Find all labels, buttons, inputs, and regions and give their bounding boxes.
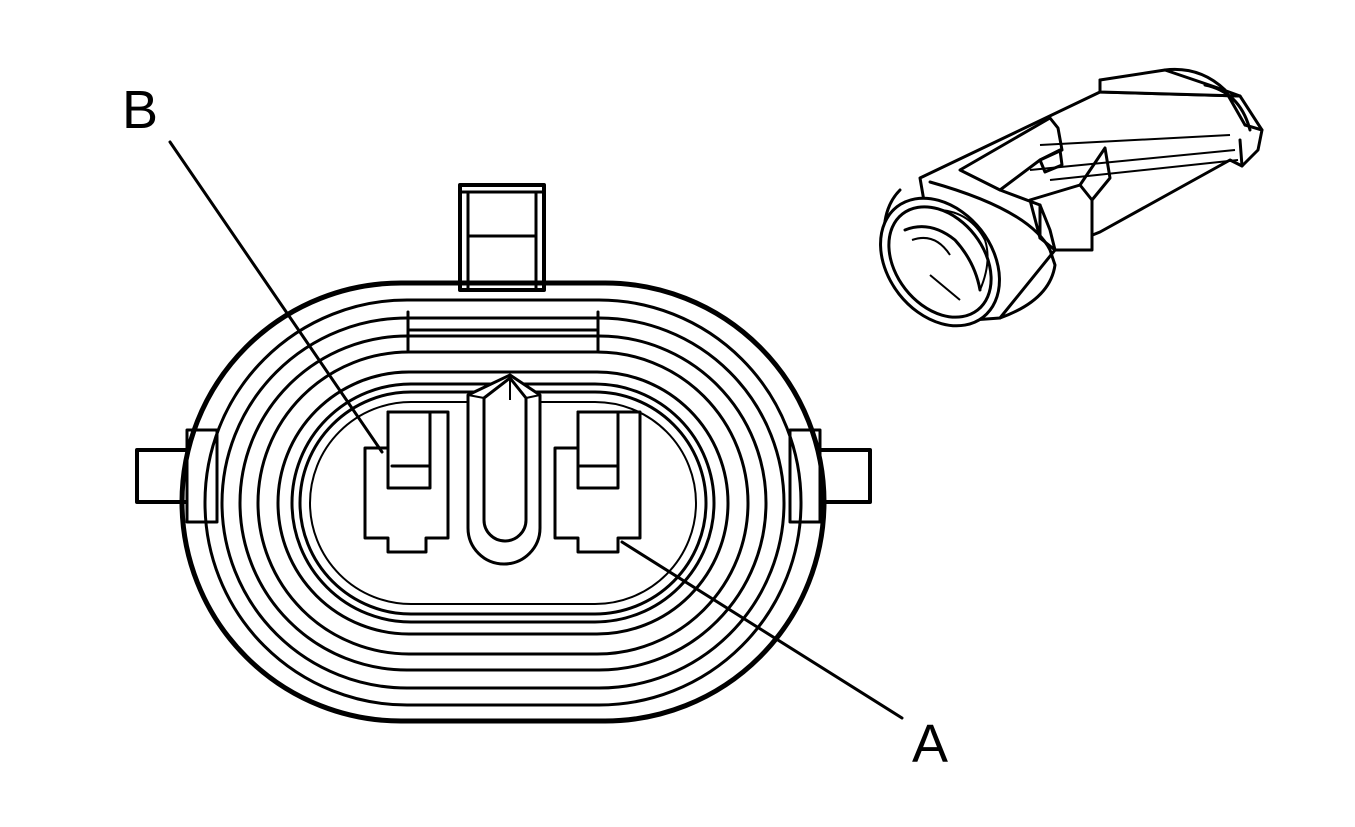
connector-face-view: B A xyxy=(122,80,948,774)
polarization-key xyxy=(466,373,542,566)
leader-line-b xyxy=(168,140,384,454)
housing-outline xyxy=(179,280,827,724)
seal-band xyxy=(406,310,600,352)
label-a: A xyxy=(912,714,948,774)
terminal-b xyxy=(363,410,450,554)
top-latch-tab xyxy=(458,183,546,292)
terminal-a xyxy=(553,410,642,554)
leader-line-a xyxy=(620,540,904,720)
connector-isometric-view xyxy=(879,67,1264,328)
label-b: B xyxy=(122,80,158,140)
